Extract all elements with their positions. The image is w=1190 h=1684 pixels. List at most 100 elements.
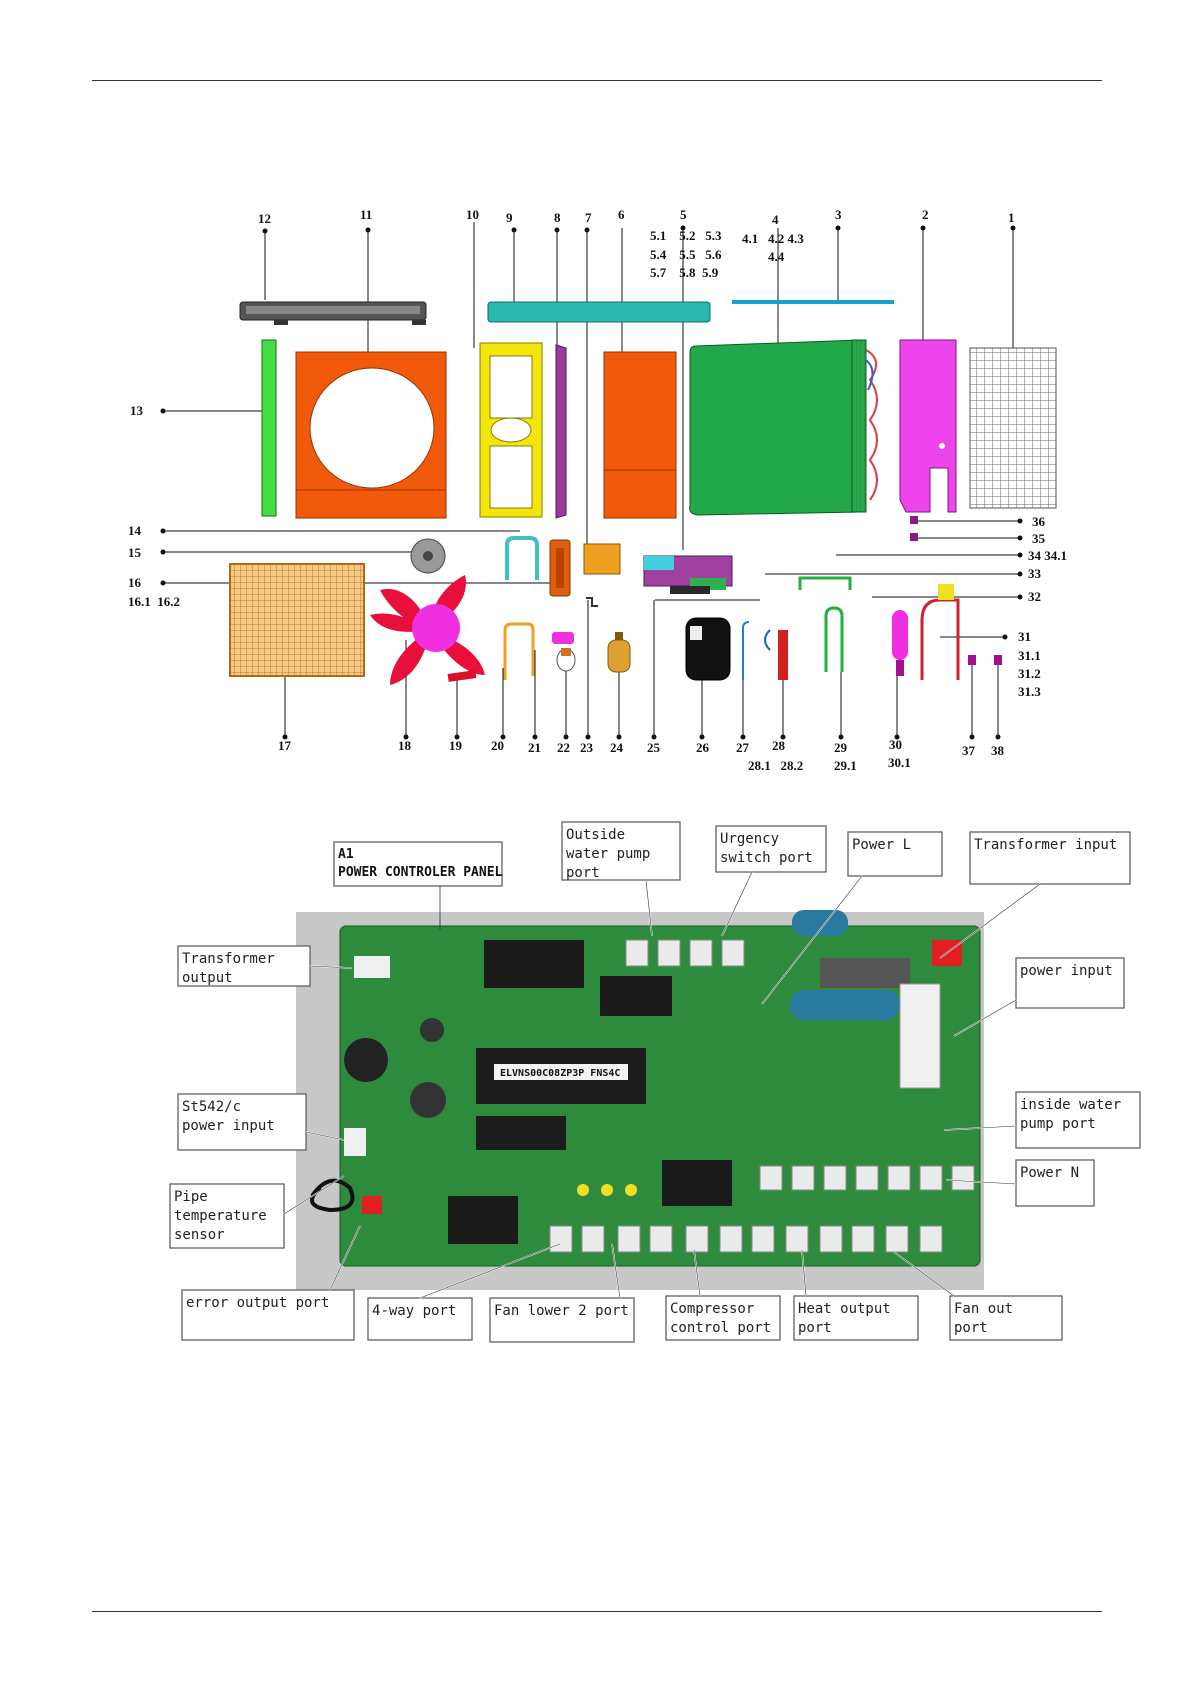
- part-top-rail: [239, 301, 427, 325]
- pcb-port-connector: [887, 1165, 911, 1191]
- part-number-p313: 31.3: [1018, 684, 1041, 699]
- part-number-p5: 5: [680, 207, 687, 222]
- part-valve-22: [556, 648, 576, 672]
- part-electric-box: [643, 555, 733, 594]
- part-pipe-27: [742, 621, 750, 680]
- part-number-p8: 8: [554, 210, 561, 225]
- pcb-relay-low: [662, 1160, 732, 1206]
- part-filter-30: [892, 610, 908, 676]
- part-fan-motor: [410, 538, 446, 574]
- pcb-port-connector: [791, 1165, 815, 1191]
- part-number-p23: 23: [580, 740, 594, 755]
- part-top-bar: [732, 300, 894, 304]
- part-bracket-36: [910, 516, 918, 524]
- part-number-p16a: 16.1 16.2: [128, 594, 180, 609]
- callout-text: Power L: [852, 837, 911, 853]
- callout-text: 4-way port: [372, 1303, 456, 1319]
- pcb-port-connector: [685, 1225, 709, 1253]
- part-pipe-33: [798, 576, 852, 590]
- callout-text: A1: [338, 847, 354, 862]
- callout-text: Transformer input: [974, 837, 1117, 853]
- callout-text: Heat output: [798, 1301, 891, 1317]
- part-number-p291: 29.1: [834, 758, 857, 773]
- callout-power-n: Power N: [945, 1159, 1095, 1207]
- part-number-p281: 28.1 28.2: [748, 758, 803, 773]
- part-number-p19: 19: [449, 738, 463, 753]
- callout-text: Urgency: [720, 831, 779, 847]
- pcb-port-connector: [581, 1225, 605, 1253]
- pcb-electrolytic-cap: [344, 1038, 388, 1082]
- pcb-port-connector: [855, 1165, 879, 1191]
- part-number-p5b: 5.4 5.5 5.6: [650, 247, 722, 262]
- pcb-chip-small: [476, 1116, 566, 1150]
- callout-text: inside water: [1020, 1097, 1121, 1113]
- part-number-p18: 18: [398, 738, 412, 753]
- part-support-frame: [479, 342, 543, 518]
- part-pipe-29: [824, 606, 844, 672]
- callout-text: temperature: [174, 1208, 267, 1224]
- pcb-port-connector: [657, 939, 681, 967]
- part-top-cover: [487, 301, 711, 323]
- part-number-p1: 1: [1008, 210, 1015, 225]
- part-number-p16: 16: [128, 575, 142, 590]
- callout-text: pump port: [1020, 1116, 1096, 1132]
- pcb-connector-error: [362, 1196, 382, 1214]
- part-number-p14: 14: [128, 523, 142, 538]
- pcb-port-connector: [649, 1225, 673, 1253]
- callout-power-l: Power L: [761, 831, 943, 1005]
- callout-text: output: [182, 970, 233, 986]
- callout-text: Fan lower 2 port: [494, 1303, 629, 1319]
- part-coil-21: [552, 632, 574, 644]
- part-number-p27: 27: [736, 740, 750, 755]
- part-number-p20: 20: [491, 738, 504, 753]
- part-number-p33: 33: [1028, 566, 1042, 581]
- part-valve-assembly-31: [920, 584, 960, 680]
- pcb-port-connector: [885, 1225, 909, 1253]
- pcb-electrolytic-cap-3: [420, 1018, 444, 1042]
- part-number-p10: 10: [466, 207, 479, 222]
- pcb-port-connector: [689, 939, 713, 967]
- footer-rule: [92, 1611, 1102, 1612]
- pcb-port-connector: [759, 1165, 783, 1191]
- part-bracket-37: [968, 655, 976, 665]
- part-rear-grille: [969, 347, 1057, 509]
- part-number-p12: 12: [258, 211, 271, 226]
- part-number-p5c: 5.7 5.8 5.9: [650, 265, 719, 280]
- part-number-p9: 9: [506, 210, 513, 225]
- callout-text: Transformer: [182, 951, 275, 967]
- pcb-port-connector: [625, 939, 649, 967]
- part-fan-panel: [295, 351, 447, 519]
- part-number-p312: 31.2: [1018, 666, 1041, 681]
- part-heat-exchanger-coil: [689, 339, 878, 516]
- part-compressor: [685, 617, 731, 681]
- callout-text: Compressor: [670, 1301, 754, 1317]
- part-reservoir-24: [607, 632, 631, 673]
- part-front-grille: [229, 563, 365, 677]
- part-number-p36: 36: [1032, 514, 1046, 529]
- callout-text: port: [798, 1320, 832, 1336]
- part-number-p31: 31: [1018, 629, 1031, 644]
- callout-four-way: 4-way port: [367, 1243, 561, 1341]
- part-terminal-plate: [583, 543, 621, 575]
- part-pipe-u: [505, 536, 539, 580]
- callout-text: sensor: [174, 1227, 225, 1243]
- part-number-p3: 3: [835, 207, 842, 222]
- part-number-p21: 21: [528, 740, 541, 755]
- part-number-p17: 17: [278, 738, 292, 753]
- part-number-p2: 2: [922, 207, 929, 222]
- chip-label: ELVNS00C08ZP3P FNS4C: [500, 1068, 620, 1079]
- pcb-transformer: [820, 958, 910, 988]
- callout-text: water pump: [566, 846, 650, 862]
- callout-text: Outside: [566, 827, 625, 843]
- part-number-p311: 31.1: [1018, 648, 1041, 663]
- pcb-relay-mid: [600, 976, 672, 1016]
- part-number-p34: 34 34.1: [1028, 548, 1067, 563]
- callout-error-output: error output port: [181, 1225, 361, 1341]
- callout-text: Fan out: [954, 1301, 1013, 1317]
- part-number-p30: 30: [889, 737, 902, 752]
